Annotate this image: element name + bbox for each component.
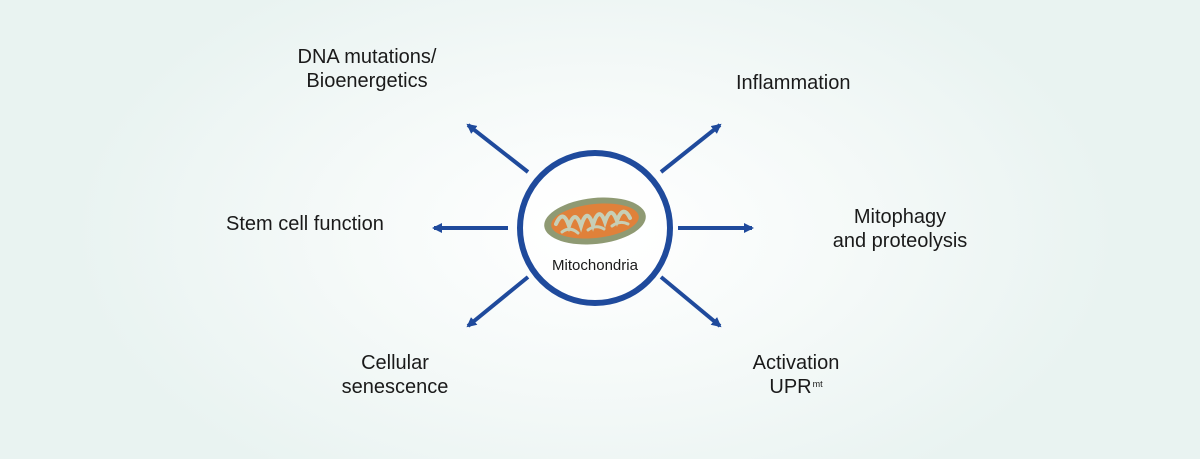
label-dna-line2: Bioenergetics — [306, 70, 428, 92]
label-mitophagy-line2: and proteolysis — [832, 230, 968, 252]
label-cellular-senescence: Cellular senescence — [300, 351, 490, 399]
label-upr-line1: Activation — [752, 352, 840, 374]
label-inflammation: Inflammation — [736, 71, 896, 95]
label-mitophagy-line1: Mitophagy — [853, 206, 947, 228]
label-upr-activation: Activation UPRmt — [716, 351, 876, 399]
arrow-inflammation — [659, 123, 722, 174]
label-upr-line2: UPRmt — [716, 375, 876, 399]
mitochondria-label: Mitochondria — [552, 257, 638, 274]
label-senescence-line2: senescence — [341, 376, 449, 398]
label-dna-line1: DNA mutations/ — [297, 46, 437, 68]
label-dna-bioenergetics: DNA mutations/ Bioenergetics — [262, 45, 472, 93]
arrow-upr-activation — [659, 275, 722, 328]
arrow-cellular-senescence — [466, 275, 530, 328]
label-inflammation-text: Inflammation — [736, 72, 851, 94]
arrow-dna-bioenergetics — [466, 123, 530, 174]
label-mitophagy-proteolysis: Mitophagy and proteolysis — [780, 205, 1020, 253]
label-stem-cell-function: Stem cell function — [226, 212, 384, 236]
label-upr-superscript: mt — [812, 379, 823, 389]
label-stem-cell-text: Stem cell function — [226, 213, 384, 235]
label-upr-base: UPR — [769, 376, 812, 398]
label-senescence-line1: Cellular — [361, 352, 429, 374]
mitochondrion-icon — [544, 197, 646, 245]
